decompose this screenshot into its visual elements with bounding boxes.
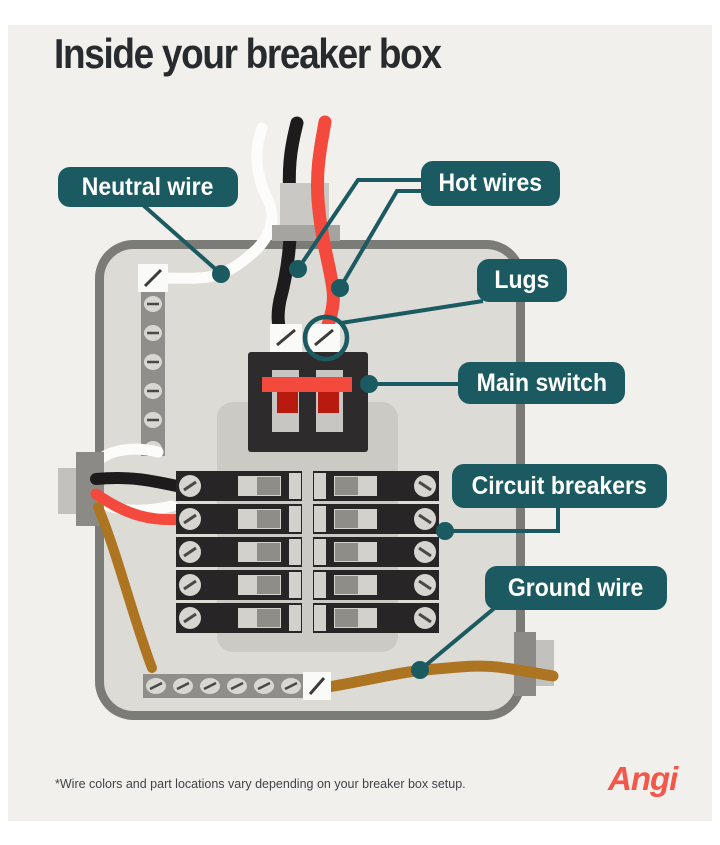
neutral-wire xyxy=(150,122,278,284)
angi-logo: Angi xyxy=(608,760,678,797)
branch-wire-black xyxy=(90,472,192,494)
right-knockout xyxy=(514,632,536,696)
label-neutral-wire-text: Neutral wire xyxy=(82,172,214,201)
leader-lines xyxy=(141,178,560,672)
hot-wire-red-leader xyxy=(338,189,422,290)
ground-wire-leader xyxy=(418,604,499,672)
leader-dots xyxy=(212,260,454,679)
label-ground-wire-text: Ground wire xyxy=(508,573,644,602)
lugs-highlight-circle xyxy=(302,314,350,362)
page-title: Inside your breaker box xyxy=(54,30,442,77)
label-circuit-breakers: Circuit breakers xyxy=(452,464,667,508)
neutral-bus-bar xyxy=(138,264,168,457)
label-main-switch: Main switch xyxy=(458,362,625,404)
neutral-wire-leader xyxy=(141,203,223,276)
label-neutral-wire: Neutral wire xyxy=(58,167,238,207)
hot-wire-black-leader xyxy=(296,178,422,271)
label-lugs: Lugs xyxy=(477,259,567,302)
lugs xyxy=(270,324,340,352)
label-main-switch-text: Main switch xyxy=(476,368,607,397)
circuit-breakers-right-column xyxy=(311,469,441,635)
main-switch xyxy=(248,352,368,452)
ground-wire xyxy=(322,660,559,693)
label-hot-wires: Hot wires xyxy=(421,161,560,206)
footnote: *Wire colors and part locations vary dep… xyxy=(55,777,466,791)
circuit-breakers-leader xyxy=(445,506,560,533)
ground-bus-bar xyxy=(143,672,331,700)
circuit-breakers-left-column xyxy=(174,469,304,635)
left-conduit-stub xyxy=(58,468,80,514)
label-circuit-breakers-text: Circuit breakers xyxy=(471,471,648,500)
hot-wire-black xyxy=(271,116,304,339)
label-ground-wire: Ground wire xyxy=(485,566,667,610)
ground-wire-left xyxy=(93,502,157,673)
label-hot-wires-text: Hot wires xyxy=(438,169,543,197)
label-lugs-text: Lugs xyxy=(494,266,550,294)
lugs-leader xyxy=(340,299,484,325)
hot-wire-red xyxy=(311,115,340,339)
